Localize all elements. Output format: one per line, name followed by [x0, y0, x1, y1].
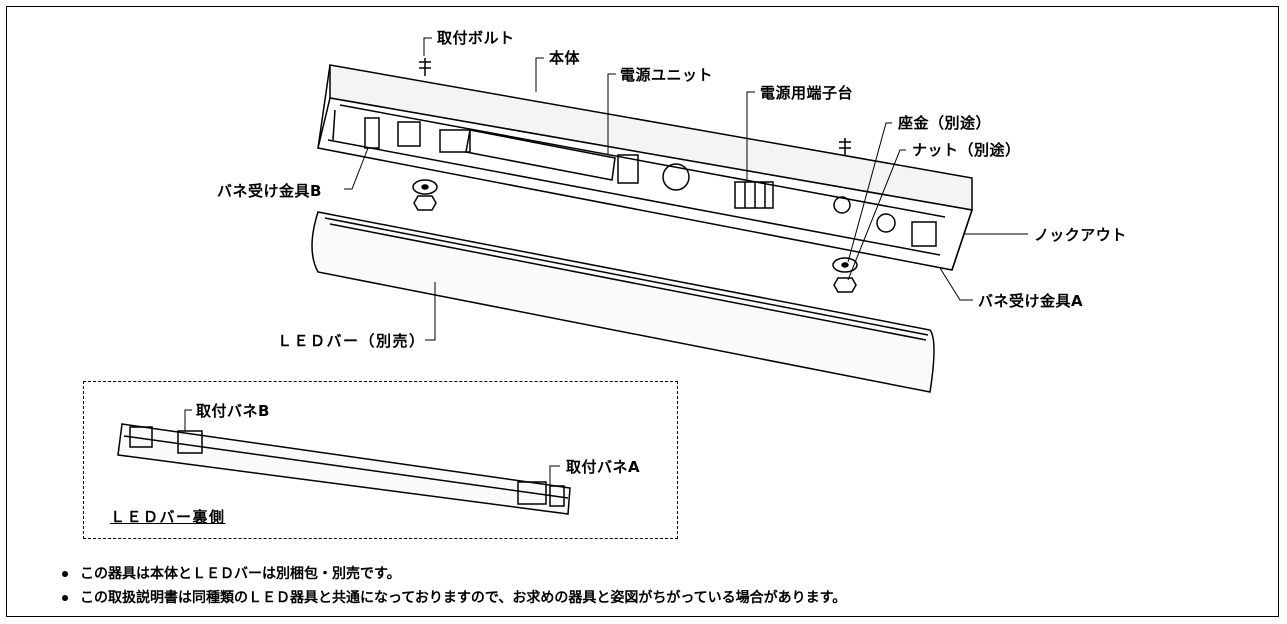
washer-nut: [412, 179, 858, 293]
label-mounting-bolt: 取付ボルト: [437, 29, 515, 47]
label-mount-spring-a: 取付バネA: [566, 458, 641, 476]
label-power-unit: 電源ユニット: [620, 66, 714, 84]
fixture-body: [317, 64, 973, 271]
led-bar-back-inset: [83, 381, 678, 539]
led-bar: [311, 211, 935, 393]
mounting-bolt: [419, 58, 851, 156]
label-knockout: ノックアウト: [1034, 226, 1127, 244]
power-unit: [465, 129, 690, 191]
label-led-bar: ＬＥＤバー（別売）: [277, 332, 426, 350]
spring-bracket-b: [364, 117, 471, 153]
note-text: この取扱説明書は同種類のＬＥＤ器具と共通になっておりますので、お求めの器具と姿図…: [80, 590, 847, 606]
label-washer: 座金（別途）: [898, 114, 992, 132]
power-terminal-block: [734, 181, 774, 209]
inset-caption: ＬＥＤバー裏側: [110, 508, 226, 526]
notes: この器具は本体とＬＥＤバーは別梱包・別売です。 この取扱説明書は同種類のＬＥＤ器…: [62, 562, 846, 610]
label-spring-bracket-a: バネ受け金具A: [978, 292, 1084, 310]
note-text: この器具は本体とＬＥＤバーは別梱包・別売です。: [80, 566, 401, 582]
label-spring-bracket-b: バネ受け金具B: [217, 182, 322, 200]
label-body: 本体: [549, 49, 581, 67]
label-nut: ナット（別途）: [912, 141, 1021, 159]
leader-lines: [344, 37, 1028, 341]
spring-bracket-a: [833, 196, 937, 247]
note-item: この取扱説明書は同種類のＬＥＤ器具と共通になっておりますので、お求めの器具と姿図…: [62, 586, 846, 610]
note-item: この器具は本体とＬＥＤバーは別梱包・別売です。: [62, 562, 846, 586]
diagram-frame: [6, 6, 1279, 617]
led-bar-back: [117, 409, 571, 515]
bullet-icon: [62, 571, 68, 577]
label-power-terminal-block: 電源用端子台: [760, 84, 854, 102]
label-mount-spring-b: 取付バネB: [196, 402, 270, 420]
bullet-icon: [62, 595, 68, 601]
